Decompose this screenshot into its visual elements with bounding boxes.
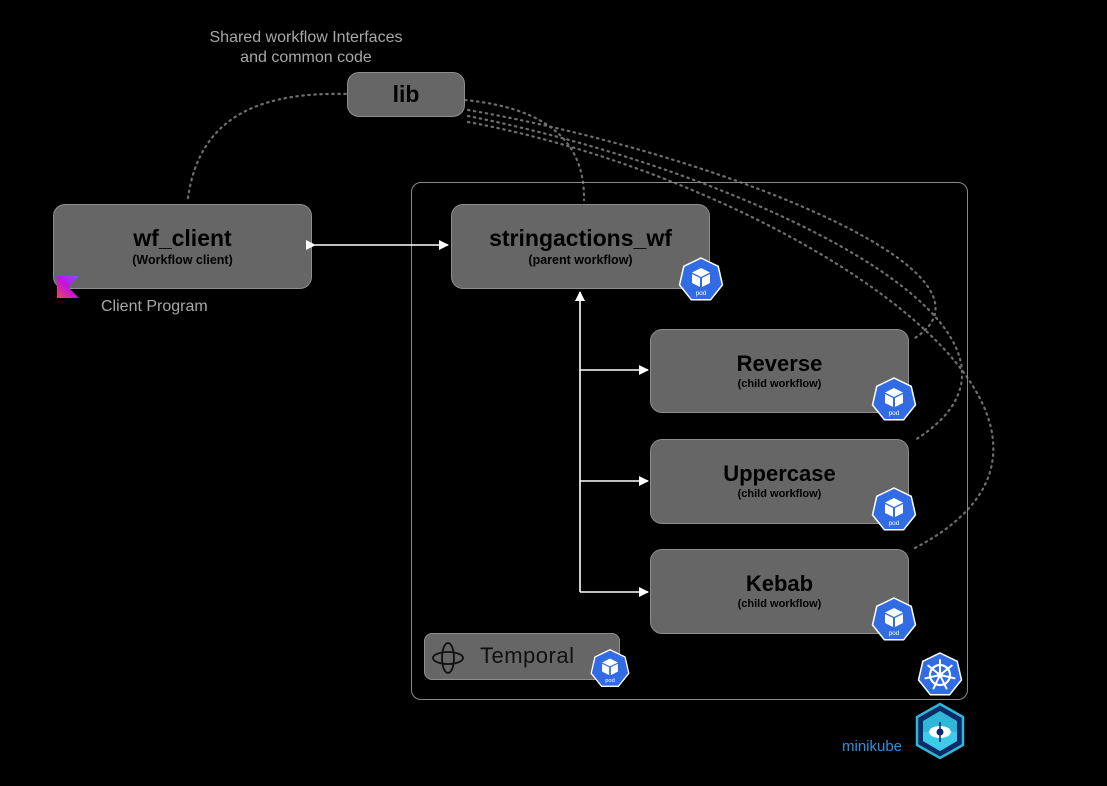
minikube-logo-icon — [915, 702, 965, 760]
child-subtitle: (child workflow) — [737, 598, 822, 610]
pod-icon: pod — [678, 257, 724, 301]
pod-icon: pod — [871, 487, 917, 531]
pod-label: pod — [889, 410, 900, 417]
pod-icon: pod — [871, 377, 917, 421]
parent-workflow-box[interactable]: stringactions_wf (parent workflow) — [451, 204, 710, 289]
child-workflow-uppercase[interactable]: Uppercase (child workflow) — [650, 439, 909, 524]
temporal-box[interactable]: Temporal — [424, 633, 620, 680]
temporal-label: Temporal — [480, 643, 575, 668]
lib-to-client-curve — [186, 92, 350, 200]
client-box[interactable]: wf_client (Workflow client) — [53, 204, 312, 289]
cluster-boundary — [411, 182, 968, 700]
pod-icon: pod — [871, 597, 917, 641]
pod-label: pod — [889, 630, 900, 637]
client-title: wf_client — [133, 225, 232, 251]
child-title: Uppercase — [723, 461, 836, 486]
client-subtitle: (Workflow client) — [132, 253, 233, 267]
lib-to-kebab-curve — [466, 120, 995, 550]
lib-caption: Shared workflow Interfaces and common co… — [190, 28, 422, 68]
parent-subtitle: (parent workflow) — [528, 253, 633, 267]
lib-box[interactable]: lib — [347, 72, 465, 117]
child-title: Reverse — [736, 350, 823, 376]
child-subtitle: (child workflow) — [737, 488, 822, 500]
pod-label: pod — [696, 290, 707, 297]
lib-caption-line2: and common code — [240, 49, 372, 66]
lib-label: lib — [392, 81, 420, 107]
pod-label: pod — [605, 678, 614, 684]
temporal-logo-icon — [432, 642, 464, 674]
parent-title: stringactions_wf — [489, 225, 672, 251]
child-subtitle: (child workflow) — [737, 377, 822, 390]
kubernetes-helm-icon — [917, 652, 963, 696]
child-workflow-reverse[interactable]: Reverse (child workflow) — [650, 329, 909, 413]
lib-to-reverse-curve — [466, 108, 937, 340]
pod-label: pod — [889, 520, 900, 527]
lib-to-parent-curve — [463, 98, 586, 202]
client-caption: Client Program — [101, 298, 208, 315]
lib-to-uppercase-curve — [466, 114, 963, 442]
child-workflow-kebab[interactable]: Kebab (child workflow) — [650, 549, 909, 634]
pod-icon: pod — [590, 649, 630, 687]
minikube-label: minikube — [842, 738, 903, 755]
kotlin-logo-icon — [57, 276, 79, 298]
lib-caption-line1: Shared workflow Interfaces — [209, 29, 403, 46]
child-title: Kebab — [745, 571, 814, 596]
